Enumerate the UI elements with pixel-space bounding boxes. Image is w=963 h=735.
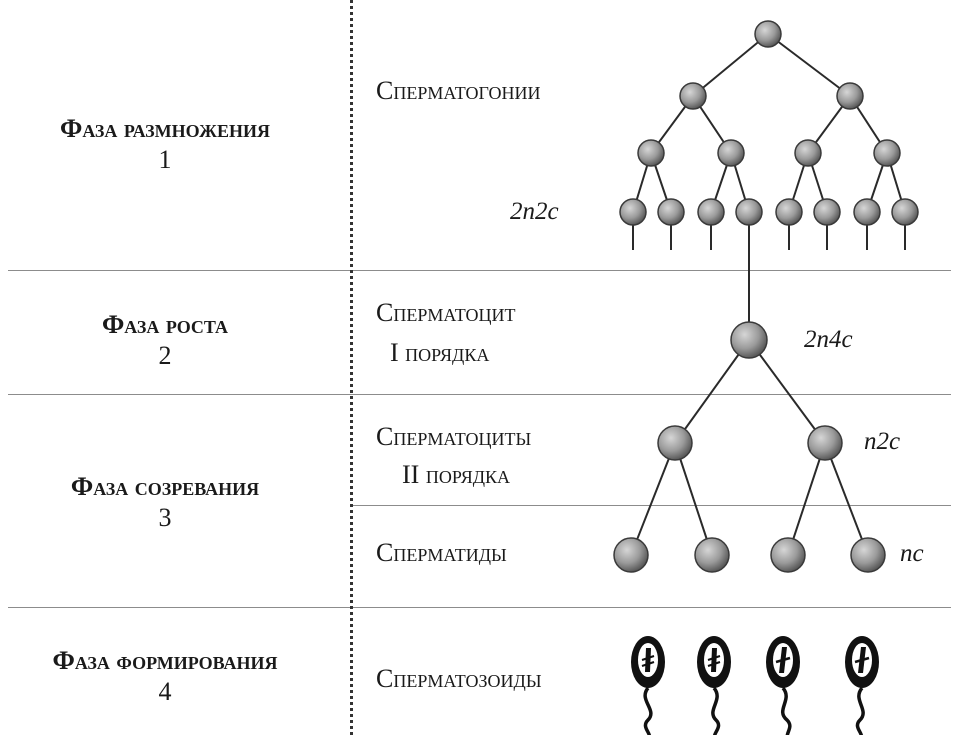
ploidy-spermatogonia: 2n2c [510, 198, 559, 225]
spermatozoon-icon [845, 636, 879, 735]
spermatocyte-2-cell [807, 425, 843, 461]
phase-growth: Фаза роста 2 [0, 310, 330, 372]
cells [613, 20, 919, 573]
ploidy-spermatocyte2: n2c [864, 428, 901, 455]
spermatogonium-cell [794, 139, 822, 167]
phase-maturation-title: Фаза созревания [70, 472, 260, 501]
spermatid-cell [770, 537, 806, 573]
spermatocyte-1-cell [730, 321, 768, 359]
stage-spermatocyte1-line1: Сперматоцит [376, 298, 516, 327]
phase-reproduction: Фаза размножения 1 [0, 114, 330, 176]
spermatozoa-group [631, 636, 879, 735]
stage-spermatocyte2-line2: II порядка [402, 460, 510, 489]
spermatogonium-cell [657, 198, 685, 226]
spermatogonium-cell [836, 82, 864, 110]
ploidy-spermatocyte1: 2n4c [804, 326, 853, 353]
spermatid-cell [694, 537, 730, 573]
spermatogonium-cell [619, 198, 647, 226]
tree-connectors [630, 33, 906, 556]
separator-line-4 [8, 607, 951, 608]
spermatogonium-cell [679, 82, 707, 110]
spermatozoon-icon [697, 636, 731, 735]
dotted-divider [350, 0, 353, 735]
spermatogonium-cell [735, 198, 763, 226]
ploidy-spermatids: nc [900, 540, 924, 567]
phase-maturation-number: 3 [158, 503, 172, 532]
spermatogonium-cell [717, 139, 745, 167]
spermatogonium-cell [873, 139, 901, 167]
spermatozoon-icon [631, 636, 665, 735]
phase-formation-title: Фаза формирования [52, 646, 278, 675]
spermatogonium-cell [697, 198, 725, 226]
stage-spermatozoa: Сперматозоиды [376, 664, 542, 693]
spermatogonium-cell [637, 139, 665, 167]
spermatid-cell [850, 537, 886, 573]
spermatogonium-cell [775, 198, 803, 226]
spermatogonium-cell [853, 198, 881, 226]
spermatocyte-2-cell [657, 425, 693, 461]
phase-reproduction-number: 1 [158, 145, 172, 174]
separator-line-2 [8, 394, 951, 395]
stage-spermatogonia: Сперматогонии [376, 76, 541, 105]
stage-spermatids: Сперматиды [376, 538, 507, 567]
phase-formation: Фаза формирования 4 [0, 646, 330, 708]
stage-spermatocyte2-line1: Сперматоциты [376, 422, 532, 451]
phase-reproduction-title: Фаза размножения [60, 114, 270, 143]
phase-maturation: Фаза созревания 3 [0, 472, 330, 534]
spermatogonium-cell [754, 20, 782, 48]
phase-formation-number: 4 [158, 677, 172, 706]
spermatogonium-cell [813, 198, 841, 226]
spermatogonium-cell [891, 198, 919, 226]
spermatid-cell [613, 537, 649, 573]
stage-spermatocyte1-line2: I порядка [390, 338, 490, 367]
spermatozoon-icon [766, 636, 800, 735]
phase-growth-title: Фаза роста [101, 310, 229, 339]
separator-line-1 [8, 270, 951, 271]
phase-growth-number: 2 [158, 341, 172, 370]
